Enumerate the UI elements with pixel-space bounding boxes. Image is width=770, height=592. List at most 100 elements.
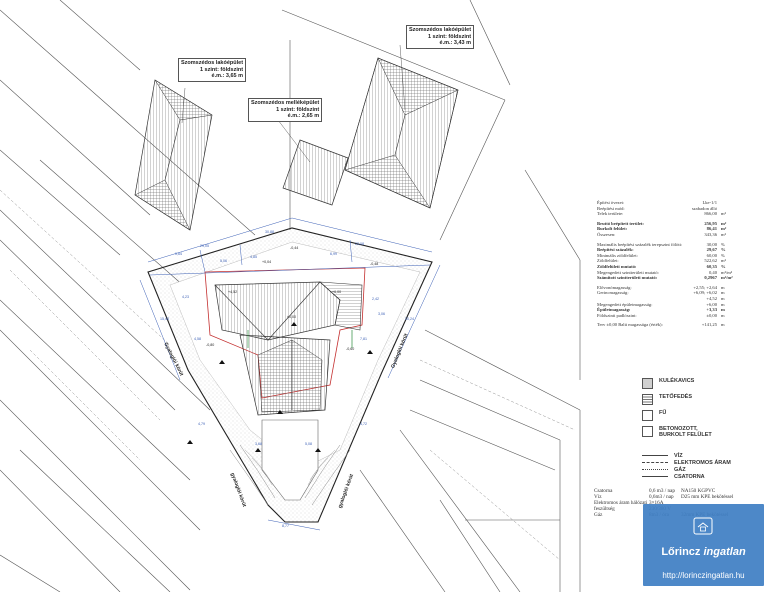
site-table-value: 866,00 <box>704 211 717 217</box>
dim-label: 30,88 <box>265 230 274 234</box>
elev-label: +0,04 <box>262 260 271 264</box>
site-table-row: Maximális beépítési százalék terepszint … <box>597 242 742 248</box>
site-table-unit: m <box>721 290 725 296</box>
site-table-label: Összesen: <box>597 231 616 237</box>
site-table-unit: m² <box>721 226 727 232</box>
neighbor-title: Szomszédos lakóépület <box>181 60 244 66</box>
site-table-value: 522,62 <box>704 258 717 264</box>
dim-label: 4,79 <box>198 422 205 426</box>
site-table-unit: m²/m² <box>721 269 733 275</box>
legend-line-label: ELEKTROMOS ÁRAM <box>674 459 731 466</box>
neighbor-label-1: Szomszédos lakóépület 1 szint: földszint… <box>178 58 247 82</box>
elev-label: -0,60 <box>346 347 354 351</box>
neighbor-height: é.m.: 3,65 m <box>211 73 244 79</box>
site-table-unit: m <box>721 295 725 301</box>
site-table-label: Építési övezet: <box>597 200 625 205</box>
legend-line-sample <box>642 469 668 470</box>
legend-line-sample <box>642 476 668 477</box>
dim-label: 2,42 <box>372 297 379 301</box>
site-table-value: ±0,00 <box>706 312 717 318</box>
elev-label: +4,52 <box>228 290 237 294</box>
neighbor-title: Szomszédos melléképület <box>251 100 320 106</box>
dim-label: 5,08 <box>305 442 312 446</box>
site-table-label: Zöldfelületi mutató: <box>597 263 637 269</box>
site-table-label: Földszinti padlószint: <box>597 312 637 318</box>
site-table-row: Terv ±0,00 Balti magassága (érték): +141,… <box>597 322 742 328</box>
site-table-unit: m²/m² <box>721 275 733 281</box>
legend-label: FŰ <box>659 410 667 416</box>
legend-line-item: CSATORNA <box>642 473 752 480</box>
site-table-label: Minimális zöldfelület: <box>597 252 638 258</box>
legend-item: BETONOZOTT, BURKOLT FELÜLET <box>642 426 752 442</box>
legend-swatch <box>642 378 653 389</box>
neighbor-levels: 1 szint: földszint <box>276 106 320 113</box>
site-table-unit: m² <box>721 258 726 264</box>
dim-label: 0,64 <box>175 252 182 256</box>
site-table-value: 29,67 <box>706 247 717 253</box>
dim-label: 6,99 <box>330 252 337 256</box>
utility-name: Elektromos áram hálózati feszültség <box>594 500 648 512</box>
site-table-label: Zöldfelület: <box>597 258 619 264</box>
dim-label: 4,23 <box>182 295 189 299</box>
site-table-label: Elővonómagasság: <box>597 284 632 290</box>
legend-label: KULÉKAVICS <box>659 378 695 384</box>
site-table-label: Beépítési mód: <box>597 205 625 211</box>
site-table-unit: % <box>721 252 725 258</box>
brand-name-main: Lőrincz <box>661 546 701 558</box>
legend-line-item: ELEKTROMOS ÁRAM <box>642 459 752 466</box>
neighbor-levels: 1 szint: földszint <box>199 66 244 73</box>
site-table-unit: m <box>721 284 725 290</box>
site-table-row: Építési övezet: Lke-1/1 <box>597 200 742 206</box>
legend-line-item: VÍZ <box>642 452 752 459</box>
site-table-row: Minimális zöldfelület:60,00% <box>597 253 742 259</box>
dim-label: 3,06 <box>378 312 385 316</box>
site-table-unit: m² <box>721 211 726 217</box>
neighbor-building-3 <box>344 57 459 209</box>
legend-line-label: CSATORNA <box>674 473 705 480</box>
site-table-unit: m <box>721 322 725 328</box>
site-table-value: Lke-1/1 <box>702 200 717 205</box>
elev-label: -0,48 <box>370 262 378 266</box>
site-table-value: szabadon álló <box>691 205 717 211</box>
dim-label: 20,24 <box>405 317 414 321</box>
site-table-value: +141,25 <box>701 322 717 328</box>
dim-label: 4,85 <box>250 255 257 259</box>
site-table-value: +3,33 <box>706 307 717 313</box>
legend-label: BETONOZOTT, BURKOLT FELÜLET <box>659 426 712 438</box>
dim-label: 15,43 <box>160 317 169 321</box>
brand-name: Lőrincz ingatlan <box>643 546 764 558</box>
brand-url[interactable]: http://lorinczingatlan.hu <box>662 571 745 580</box>
street-lines <box>0 0 581 592</box>
site-table-value: 60,35 <box>706 263 717 269</box>
legend-swatch <box>642 410 653 421</box>
site-table-row: Beépítési százalék:29,67% <box>597 247 742 253</box>
site-table-unit: % <box>721 263 726 269</box>
neighbor-title: Szomszédos lakóépület <box>409 27 472 33</box>
site-table-value: +2,55; +2,64 <box>693 284 717 290</box>
green-markers <box>247 330 353 348</box>
legend-swatch <box>642 394 653 405</box>
site-table-unit: m² <box>721 231 726 237</box>
building-limit-line <box>204 267 366 399</box>
site-table-label: Maximális beépítési százalék terepszint … <box>597 241 683 247</box>
utility-amount: 0,6 m3 / nap <box>649 488 675 494</box>
elev-label: ±0,00 <box>287 315 296 319</box>
legend-item: KULÉKAVICS <box>642 378 752 394</box>
elev-label: -0,80 <box>206 343 214 347</box>
legend-line-label: GÁZ <box>674 466 686 473</box>
neighbor-label-2: Szomszédos melléképület 1 szint: földszi… <box>248 98 323 122</box>
site-table-label: Terv ±0,00 Balti magassága (érték): <box>597 322 663 328</box>
dim-label: 3,68 <box>255 442 262 446</box>
site-table-row: Zöldfelület: 522,62 m² <box>597 258 742 264</box>
dim-label: 7,81 <box>360 337 367 341</box>
